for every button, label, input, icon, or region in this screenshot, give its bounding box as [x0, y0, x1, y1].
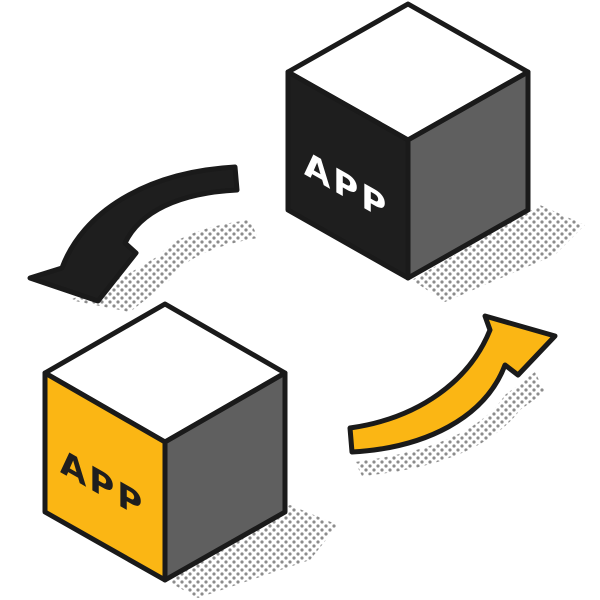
left-arrow-shadow — [70, 220, 258, 312]
bottom-app-cube: APP — [42, 301, 288, 583]
right-arrow-shadow — [355, 372, 545, 476]
bottom-cube-side-face — [162, 370, 288, 583]
curved-arrow-down-left-icon — [27, 164, 240, 304]
shadows — [70, 205, 585, 598]
bottom-cube-shadow — [165, 505, 338, 598]
top-app-cube: APP — [285, 1, 531, 281]
top-cube-side-face — [405, 69, 531, 281]
curved-arrow-up-right-icon — [347, 313, 558, 455]
top-cube-shadow — [412, 205, 585, 302]
